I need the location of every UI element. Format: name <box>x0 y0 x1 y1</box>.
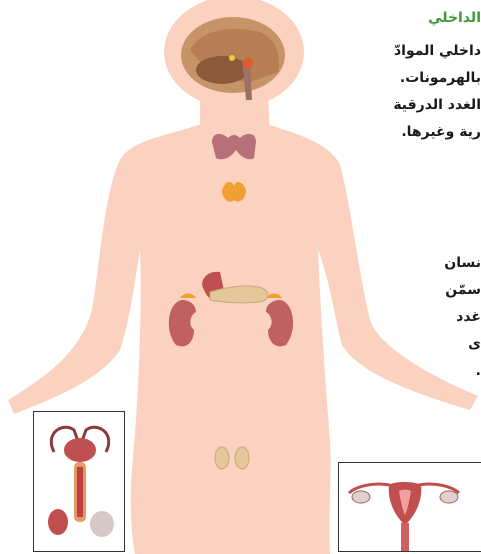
paragraph-2-line: . <box>410 358 481 385</box>
male-reproductive-illustration <box>34 412 125 552</box>
paragraph-2-line: ى <box>410 331 481 358</box>
paragraph-1-line: داخلي الموادّ <box>330 38 481 65</box>
testis-right <box>235 447 249 469</box>
paragraph-1-line: رية وغيرها. <box>330 119 481 146</box>
paragraph-1: داخلي الموادّ بالهرمونات. الغدد الدرقية … <box>330 38 481 146</box>
section-heading: الداخلي <box>380 10 481 26</box>
paragraph-2: نسان سمّن غدد ى . <box>410 250 481 385</box>
female-reproductive-illustration <box>339 463 481 552</box>
female-reproductive-inset <box>338 462 481 552</box>
paragraph-2-line: نسان <box>410 250 481 277</box>
paragraph-2-line: سمّن <box>410 277 481 304</box>
paragraph-1-line: بالهرمونات. <box>330 65 481 92</box>
paragraph-1-line: الغدد الدرقية <box>330 92 481 119</box>
male-reproductive-inset <box>33 411 125 552</box>
testis-left <box>215 447 229 469</box>
paragraph-2-line: غدد <box>410 304 481 331</box>
